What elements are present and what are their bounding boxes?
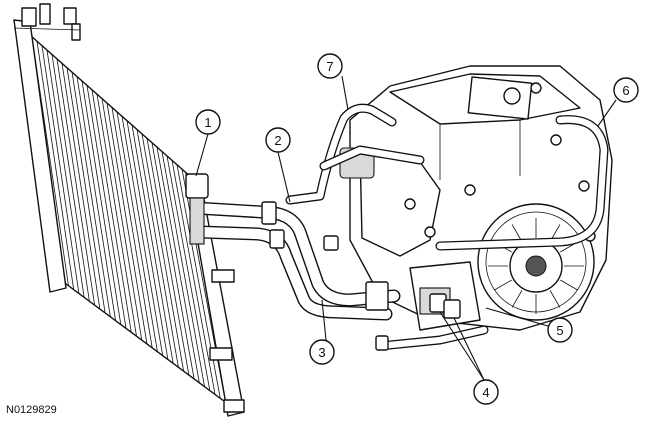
radiator-fin	[161, 151, 205, 387]
callout-3: 3	[309, 339, 335, 365]
radiator-fin	[171, 160, 216, 395]
radiator-fin	[76, 76, 116, 321]
radiator-fin	[106, 102, 148, 345]
radiator-fin	[151, 142, 195, 380]
callout-4: 4	[473, 379, 499, 405]
radiator-fin	[121, 116, 164, 356]
gear-spoke	[549, 290, 561, 308]
callout-7: 7	[317, 53, 343, 79]
radiator-fin	[141, 133, 185, 372]
callout-6: 6	[613, 77, 639, 103]
gear-spoke	[560, 279, 578, 291]
radiator-fin	[46, 49, 85, 298]
callout-leaders	[195, 75, 617, 381]
callout-3-label: 3	[318, 345, 325, 360]
radiator-fin	[86, 85, 127, 329]
gear-spoke	[511, 290, 523, 308]
radiator-fin	[126, 120, 169, 360]
radiator-fin	[116, 111, 158, 352]
callout-4-label: 4	[482, 385, 489, 400]
radiator-fin	[136, 129, 179, 368]
radiator-fin	[91, 89, 132, 333]
transmission-assembly	[339, 65, 613, 331]
radiator-fin	[111, 107, 153, 348]
radiator-fin	[41, 45, 80, 294]
radiator-fins	[26, 32, 232, 407]
radiator-fin	[131, 124, 174, 364]
radiator-fin	[156, 147, 200, 383]
cooler-lines	[185, 103, 609, 351]
callout-1: 1	[195, 109, 221, 135]
radiator-fin	[61, 63, 101, 310]
callout-1-label: 1	[204, 115, 211, 130]
callout-6-label: 6	[622, 83, 629, 98]
radiator-fin	[101, 98, 143, 341]
radiator-fin	[66, 67, 106, 314]
callout-7-label: 7	[326, 59, 333, 74]
figure-id: N0129829	[6, 404, 57, 416]
radiator-fin	[51, 54, 90, 302]
radiator-fin	[96, 94, 137, 337]
radiator-fin	[146, 138, 190, 376]
callout-5: 5	[547, 317, 573, 343]
radiator-fin	[166, 155, 211, 391]
callout-5-label: 5	[556, 323, 563, 338]
radiator-fin	[36, 41, 75, 290]
radiator-fin	[71, 72, 111, 317]
radiator-fin	[81, 80, 122, 325]
callout-2-label: 2	[274, 133, 281, 148]
callout-2: 2	[265, 127, 291, 153]
gear-spoke	[494, 279, 512, 291]
radiator-fin	[56, 58, 96, 306]
